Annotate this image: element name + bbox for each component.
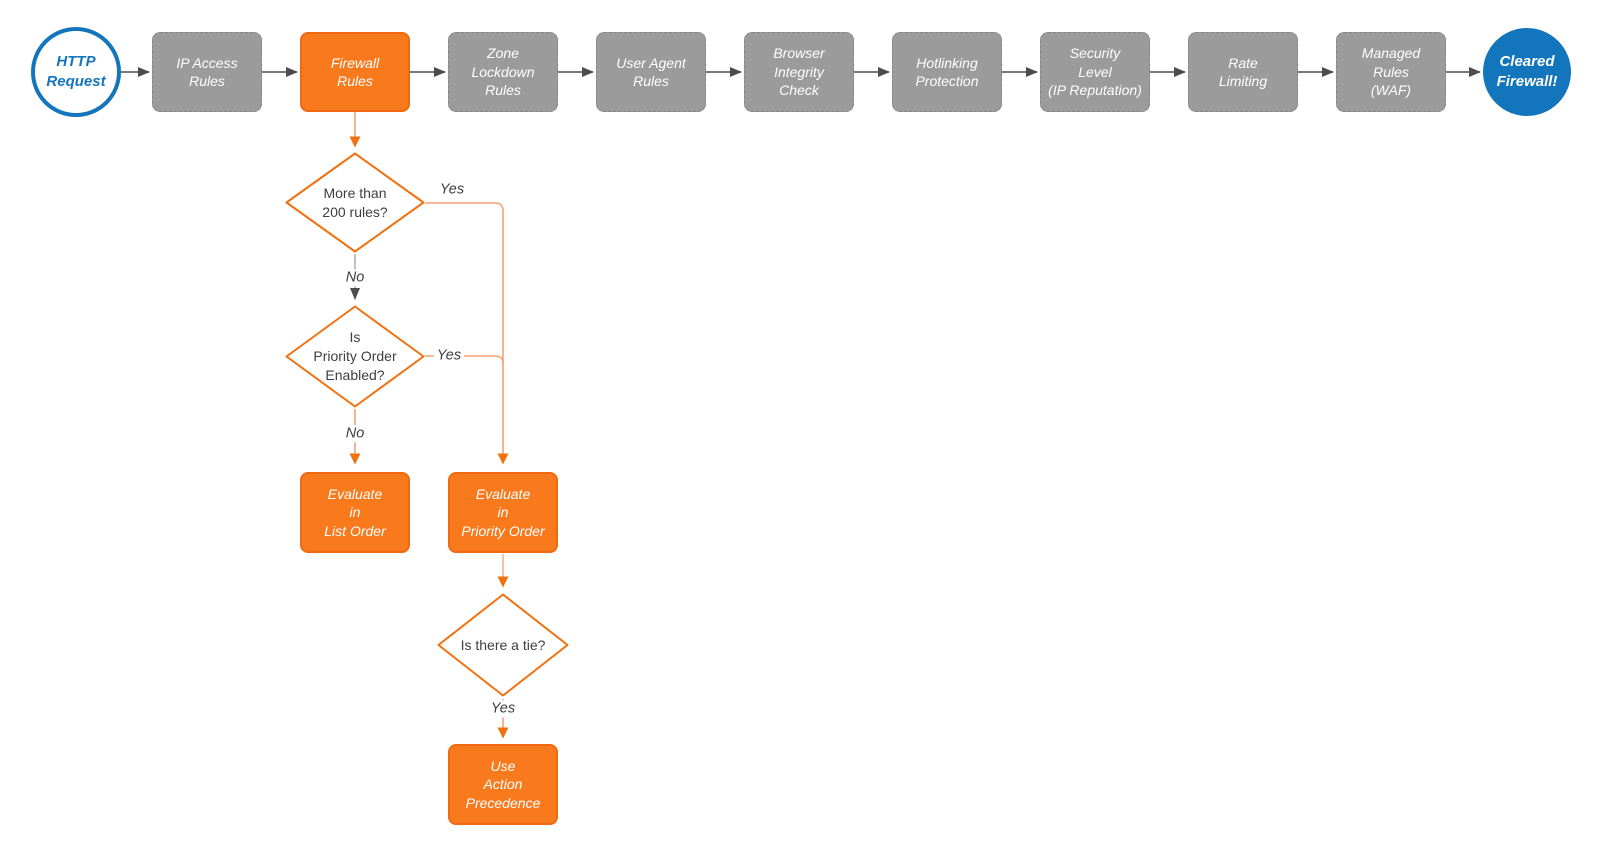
decision-label: Is Priority Order Enabled?: [313, 329, 397, 383]
node-label: Cleared Firewall!: [1496, 53, 1558, 90]
node-hotlinking-protection: Hotlinking Protection: [892, 32, 1002, 112]
node-http-request: HTTP Request: [31, 27, 121, 117]
node-label: User Agent Rules: [616, 54, 686, 89]
label-d1-no: No: [342, 269, 368, 287]
node-label: Hotlinking Protection: [915, 54, 979, 89]
node-label: Zone Lockdown Rules: [471, 45, 535, 99]
decision-label: More than 200 rules?: [322, 184, 388, 220]
label-d2-yes: Yes: [433, 347, 465, 365]
edge-d2-yes: [425, 355, 504, 365]
decision-label: Is there a tie?: [460, 636, 546, 653]
node-label: Evaluate in Priority Order: [461, 485, 545, 539]
node-label: Use Action Precedence: [465, 757, 541, 811]
node-label: HTTP Request: [46, 53, 106, 90]
node-label: Security Level (IP Reputation): [1048, 45, 1142, 99]
node-browser-integrity-check: Browser Integrity Check: [744, 32, 854, 112]
decision-more-than-200-rules: More than 200 rules?: [285, 152, 425, 253]
node-label: Browser Integrity Check: [773, 45, 825, 99]
node-evaluate-list-order: Evaluate in List Order: [300, 472, 410, 553]
edge-d1-yes: [425, 202, 509, 465]
node-firewall-rules: Firewall Rules: [300, 32, 410, 112]
node-label: Managed Rules (WAF): [1361, 45, 1421, 99]
diamond-shape: [285, 305, 425, 408]
node-use-action-precedence: Use Action Precedence: [448, 744, 558, 825]
node-zone-lockdown-rules: Zone Lockdown Rules: [448, 32, 558, 112]
node-label: IP Access Rules: [176, 54, 238, 89]
node-rate-limiting: Rate Limiting: [1188, 32, 1298, 112]
node-evaluate-priority-order: Evaluate in Priority Order: [448, 472, 558, 553]
label-d3-yes: Yes: [487, 700, 519, 718]
decision-priority-order-enabled: Is Priority Order Enabled?: [285, 305, 425, 408]
node-label: Firewall Rules: [330, 54, 380, 89]
node-user-agent-rules: User Agent Rules: [596, 32, 706, 112]
node-ip-access-rules: IP Access Rules: [152, 32, 262, 112]
decision-is-there-a-tie: Is there a tie?: [437, 593, 569, 697]
diamond-shape: [437, 593, 569, 697]
diamond-shape: [285, 152, 425, 253]
node-label: Rate Limiting: [1218, 54, 1268, 89]
node-label: Evaluate in List Order: [324, 485, 386, 539]
label-d2-no: No: [342, 425, 368, 443]
node-cleared-firewall: Cleared Firewall!: [1483, 28, 1571, 116]
node-security-level: Security Level (IP Reputation): [1040, 32, 1150, 112]
label-d1-yes: Yes: [436, 181, 468, 199]
node-managed-rules-waf: Managed Rules (WAF): [1336, 32, 1446, 112]
